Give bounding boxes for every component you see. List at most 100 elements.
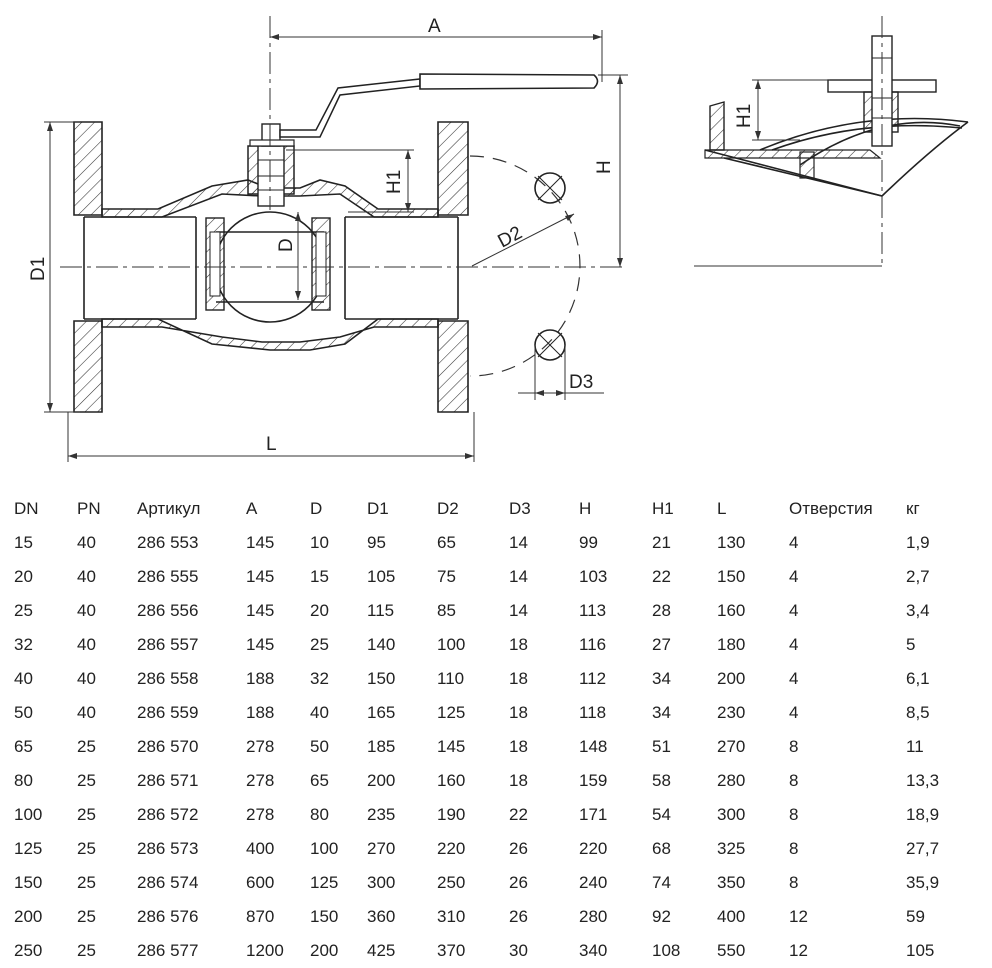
table-cell: 80 [310,805,329,824]
table-cell: 95 [367,533,386,552]
table-cell: 18 [509,635,528,654]
table-cell: 80 [14,771,33,790]
table-cell: 190 [437,805,466,824]
table-cell: 278 [246,805,275,824]
table-cell: 51 [652,737,671,756]
table-cell: 2,7 [906,567,930,586]
table-cell: 8 [789,839,799,858]
table-cell: 68 [652,839,671,858]
label-d2: D2 [494,222,525,252]
table-cell: 12 [789,907,808,926]
table-cell: 54 [652,805,671,824]
table-cell: 118 [579,703,607,722]
table-cell: 270 [717,737,746,756]
table-cell: 160 [717,601,746,620]
table-cell: 150 [310,907,339,926]
table-cell: 10 [310,533,329,552]
table-cell: 5 [906,635,916,654]
label-h1-detail: H1 [734,104,755,128]
table-cell: 370 [437,941,466,960]
table-cell: 116 [579,635,607,654]
table-cell: 220 [437,839,466,858]
table-cell: 65 [310,771,329,790]
table-cell: 14 [509,601,528,620]
table-cell: 278 [246,737,275,756]
table-cell: 14 [509,533,528,552]
table-cell: 148 [579,737,608,756]
table-cell: 92 [652,907,671,926]
table-cell: 286 556 [137,601,199,620]
table-cell: 286 574 [137,873,199,892]
table-cell: 270 [367,839,396,858]
table-cell: 22 [509,805,528,824]
column-header: D2 [437,499,459,518]
table-cell: 235 [367,805,396,824]
table-cell: 130 [717,533,746,552]
table-cell: 310 [437,907,466,926]
label-h: H [594,160,615,174]
table-cell: 171 [579,805,608,824]
table-cell: 286 559 [137,703,199,722]
table-cell: 188 [246,703,275,722]
table-cell: 145 [246,601,275,620]
table-cell: 40 [77,601,96,620]
table-cell: 50 [14,703,33,722]
left-flange [73,121,103,216]
table-cell: 18 [509,703,528,722]
table-cell: 108 [652,941,681,960]
table-cell: 240 [579,873,608,892]
column-header: D3 [509,499,531,518]
table-cell: 25 [77,771,96,790]
table-cell: 286 577 [137,941,199,960]
table-cell: 286 558 [137,669,199,688]
table-cell: 59 [906,907,925,926]
table-cell: 14 [509,567,528,586]
table-cell: 18 [509,771,528,790]
table-cell: 26 [509,907,528,926]
table-cell: 65 [437,533,456,552]
stem-detail-view: H1 [694,16,969,267]
table-cell: 286 573 [137,839,199,858]
table-cell: 250 [437,873,466,892]
table-cell: 85 [437,601,456,620]
label-a: A [428,16,441,37]
table-cell: 325 [717,839,746,858]
table-cell: 280 [717,771,746,790]
table-cell: 27,7 [906,839,940,858]
column-header: Отверстия [789,499,873,518]
table-cell: 220 [579,839,608,858]
table-cell: 99 [579,533,598,552]
table-cell: 105 [367,567,396,586]
table-cell: 26 [509,873,528,892]
table-cell: 25 [77,805,96,824]
table-cell: 8,5 [906,703,930,722]
table-cell: 20 [310,601,329,620]
label-d: D [276,238,297,252]
table-cell: 40 [14,669,33,688]
table-cell: 112 [579,669,607,688]
table-cell: 8 [789,805,799,824]
table-cell: 6,1 [906,669,930,688]
table-cell: 15 [310,567,329,586]
table-cell: 200 [310,941,339,960]
table-cell: 145 [246,635,275,654]
table-cell: 40 [310,703,329,722]
table-cell: 34 [652,669,671,688]
table-cell: 25 [77,873,96,892]
table-cell: 140 [367,635,396,654]
table-cell: 115 [367,601,395,620]
table-cell: 150 [14,873,43,892]
table-cell: 11 [906,737,924,756]
table-cell: 286 571 [137,771,199,790]
right-flange [437,121,469,216]
column-header: L [717,499,727,518]
table-cell: 425 [367,941,396,960]
